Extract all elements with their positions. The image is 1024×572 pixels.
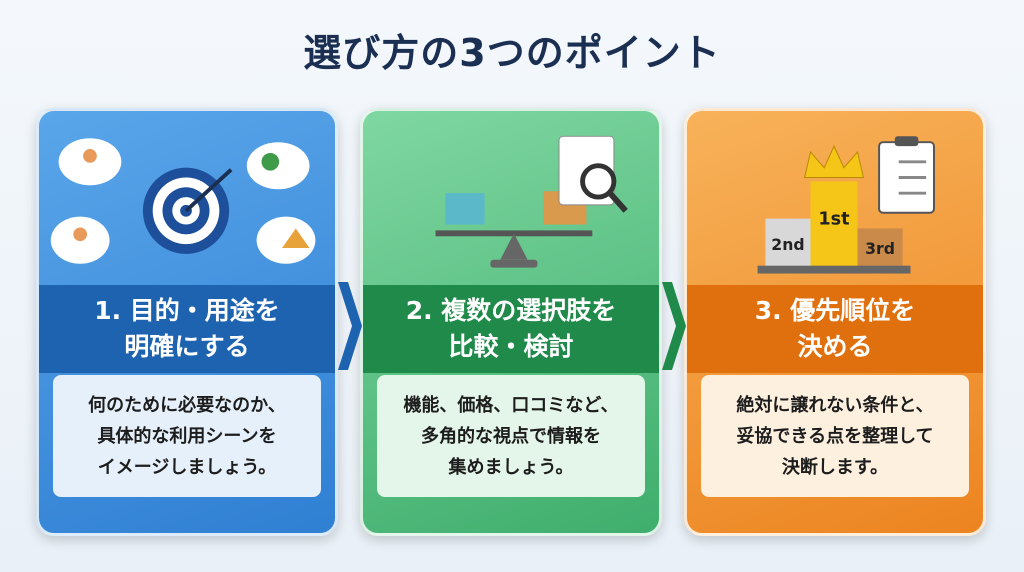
desc-line: 多角的な視点で情報を bbox=[421, 425, 601, 447]
card-compare: 2. 複数の選択肢を比較・検討 機能、価格、口コミなど、多角的な視点で情報を集め… bbox=[360, 108, 662, 536]
desc-line: 集めましょう。 bbox=[448, 456, 574, 478]
card-priority: 1st 2nd 3rd 3. 優先順位を決める 絶対に譲れない条件と、妥協できる… bbox=[684, 108, 986, 536]
card-purpose: 1. 目的・用途を明確にする 何のために必要なのか、具体的な利用シーンをイメージ… bbox=[36, 108, 338, 536]
page-title: 選び方の3つのポイント bbox=[303, 31, 721, 75]
crown-icon bbox=[803, 144, 865, 178]
heading-line: 決める bbox=[797, 332, 873, 361]
desc-line: 絶対に譲れない条件と、 bbox=[736, 394, 934, 416]
podium-illustration: 1st 2nd 3rd bbox=[757, 136, 935, 274]
desc-line: 何のために必要なのか、 bbox=[88, 394, 286, 416]
second-place-label: 2nd bbox=[771, 235, 804, 254]
third-place-label: 3rd bbox=[865, 239, 895, 258]
card-description: 何のために必要なのか、具体的な利用シーンをイメージしましょう。 bbox=[53, 375, 321, 497]
clipboard-icon bbox=[878, 136, 935, 214]
card-description: 絶対に譲れない条件と、妥協できる点を整理して決断します。 bbox=[701, 375, 969, 497]
target-illustration bbox=[50, 138, 316, 264]
scale-icon bbox=[435, 191, 593, 268]
desc-line: 具体的な利用シーンを bbox=[97, 425, 277, 447]
chevron-right-icon bbox=[662, 282, 686, 370]
desc-line: 妥協できる点を整理して bbox=[736, 425, 934, 447]
heading-line: 1. 目的・用途を bbox=[94, 296, 280, 325]
desc-line: 決断します。 bbox=[781, 456, 889, 478]
heading-line: 明確にする bbox=[124, 332, 250, 361]
card-description: 機能、価格、口コミなど、多角的な視点で情報を集めましょう。 bbox=[377, 375, 645, 497]
target-icon bbox=[142, 167, 233, 254]
balance-scale-illustration bbox=[435, 135, 628, 268]
desc-line: 機能、価格、口コミなど、 bbox=[403, 394, 619, 416]
desc-line: イメージしましょう。 bbox=[97, 456, 277, 478]
card-heading: 3. 優先順位を決める bbox=[687, 285, 983, 373]
card-heading: 1. 目的・用途を明確にする bbox=[39, 285, 335, 373]
chevron-right-icon bbox=[338, 282, 362, 370]
podium-icon: 1st 2nd 3rd bbox=[757, 181, 911, 274]
heading-line: 比較・検討 bbox=[448, 332, 574, 361]
heading-line: 2. 複数の選択肢を bbox=[405, 296, 617, 325]
card-heading: 2. 複数の選択肢を比較・検討 bbox=[363, 285, 659, 373]
checklist-magnifier-icon bbox=[558, 135, 628, 213]
first-place-label: 1st bbox=[818, 210, 850, 230]
heading-line: 3. 優先順位を bbox=[754, 296, 916, 325]
